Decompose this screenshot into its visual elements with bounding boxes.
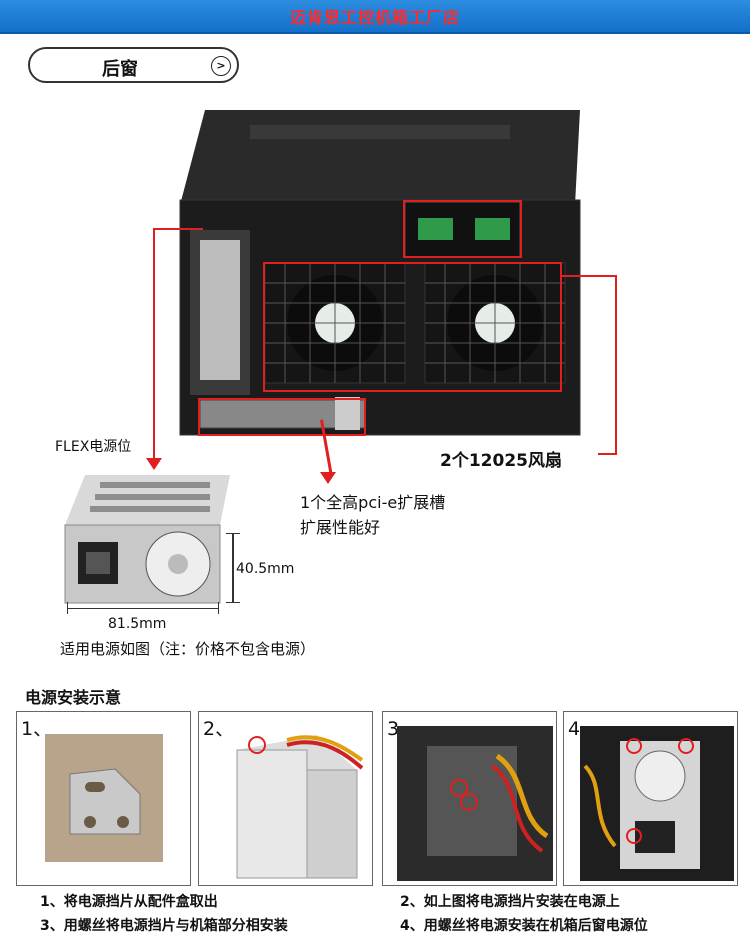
step-number: 2、 bbox=[203, 718, 235, 740]
fans-label: 2个12025风扇 bbox=[440, 451, 562, 471]
bracket-mounted-image bbox=[397, 726, 553, 881]
width-dimension-tick-right bbox=[218, 602, 219, 614]
fan-callout-line-v bbox=[615, 275, 617, 455]
height-dimension-line bbox=[232, 533, 234, 603]
psu-with-bracket-image bbox=[236, 735, 364, 879]
step-number: 1、 bbox=[21, 718, 53, 740]
psu-installed-image bbox=[580, 726, 734, 881]
height-dimension-label: 40.5mm bbox=[236, 561, 295, 577]
section-header-pill[interactable]: 后窗 > bbox=[28, 47, 239, 83]
chevron-right-icon[interactable]: > bbox=[211, 56, 231, 76]
install-step-2: 2、 bbox=[198, 711, 373, 886]
bracket-image bbox=[45, 734, 163, 862]
install-caption-3: 3、用螺丝将电源挡片与机箱部分相安装 bbox=[40, 918, 288, 934]
install-caption-2: 2、如上图将电源挡片安装在电源上 bbox=[400, 894, 620, 910]
install-step-1: 1、 bbox=[16, 711, 191, 886]
psu-callout-line-h bbox=[153, 228, 203, 230]
install-section-title: 电源安装示意 bbox=[25, 688, 122, 707]
install-step-4: 4、 bbox=[563, 711, 738, 886]
fan-callout-line-end bbox=[598, 453, 617, 455]
flex-psu-label: FLEX电源位 bbox=[55, 439, 132, 455]
top-slot-callout-box bbox=[403, 200, 522, 258]
fan-callout-line-h bbox=[562, 275, 617, 277]
width-dimension-line bbox=[67, 608, 219, 609]
pcie-callout-arrow bbox=[320, 472, 336, 484]
pcie-callout-box bbox=[198, 398, 366, 436]
psu-callout-line bbox=[153, 228, 155, 460]
pcie-label-line1: 1个全高pci-e扩展槽 bbox=[300, 493, 446, 512]
width-dimension-label: 81.5mm bbox=[108, 616, 167, 632]
section-title: 后窗 bbox=[102, 59, 138, 80]
install-caption-4: 4、用螺丝将电源安装在机箱后窗电源位 bbox=[400, 918, 648, 934]
flex-psu-image bbox=[64, 475, 230, 604]
width-dimension-tick-left bbox=[67, 602, 68, 614]
install-caption-1: 1、将电源挡片从配件盒取出 bbox=[40, 894, 218, 910]
psu-note: 适用电源如图（注：价格不包含电源） bbox=[60, 640, 316, 658]
height-dimension-tick-top bbox=[226, 533, 240, 534]
top-banner: 迈肯思工控机箱工厂店 bbox=[0, 0, 750, 34]
fan-callout-box bbox=[263, 262, 562, 392]
banner-title: 迈肯思工控机箱工厂店 bbox=[289, 8, 460, 27]
chassis-rear-image bbox=[179, 110, 581, 436]
install-step-3: 3、 bbox=[382, 711, 557, 886]
pcie-label-line2: 扩展性能好 bbox=[300, 518, 381, 537]
psu-callout-arrow bbox=[146, 458, 162, 470]
height-dimension-tick-bottom bbox=[226, 602, 240, 603]
